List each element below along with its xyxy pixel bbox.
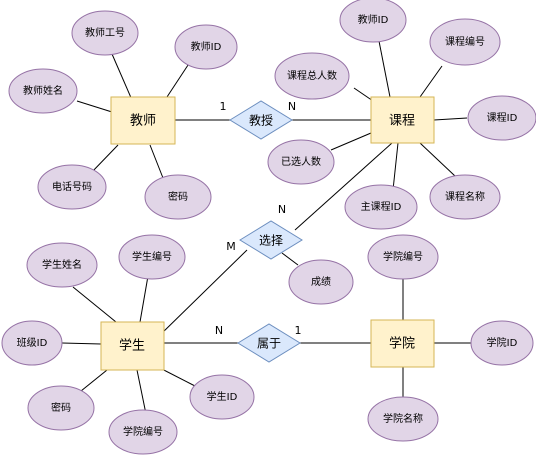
relationship-label: 属于 xyxy=(257,337,281,351)
attribute-label: 学生ID xyxy=(207,390,238,403)
attribute-label: 成绩 xyxy=(311,275,331,288)
cardinality-selects-course: N xyxy=(278,203,286,216)
cardinality-belongs-student: N xyxy=(215,324,223,337)
attribute-course-no[interactable]: 课程编号 xyxy=(429,18,501,66)
attribute-student-no[interactable]: 学生编号 xyxy=(118,234,186,280)
attribute-college-id[interactable]: 学院ID xyxy=(470,320,534,366)
cardinality-selects-student: M xyxy=(226,240,236,253)
attribute-class-id[interactable]: 班级ID xyxy=(1,320,63,366)
attribute-college-no[interactable]: 学院编号 xyxy=(367,234,439,280)
attribute-label: 学生姓名 xyxy=(42,258,82,271)
attribute-course-id[interactable]: 课程ID xyxy=(467,95,536,141)
attribute-label: 课程总人数 xyxy=(287,69,337,82)
attribute-label: 学生编号 xyxy=(132,250,172,263)
attribute-label: 电话号码 xyxy=(52,180,92,193)
attribute-student-id[interactable]: 学生ID xyxy=(189,374,255,420)
attribute-label: 教师ID xyxy=(191,40,222,53)
entity-label: 教师 xyxy=(130,113,156,129)
entity-label: 课程 xyxy=(389,114,415,129)
entity-label: 学生 xyxy=(119,338,145,354)
attribute-label: 班级ID xyxy=(17,337,48,349)
attribute-label: 课程名称 xyxy=(445,190,485,203)
attribute-label: 教师ID xyxy=(358,13,389,26)
attribute-teacher-work-no[interactable]: 教师工号 xyxy=(71,10,139,56)
attribute-grade[interactable]: 成绩 xyxy=(288,259,354,305)
relationship-belongs[interactable]: 属于 xyxy=(237,323,301,363)
attribute-label: 密码 xyxy=(168,190,188,203)
cardinality-teaches-teacher: 1 xyxy=(220,100,227,113)
relationship-label: 选择 xyxy=(259,234,283,248)
cardinality-belongs-college: 1 xyxy=(295,324,302,337)
cardinality-teaches-course: N xyxy=(288,100,296,113)
entity-student[interactable]: 学生 xyxy=(100,321,165,371)
attribute-course-selected[interactable]: 已选人数 xyxy=(267,139,335,185)
entity-course[interactable]: 课程 xyxy=(370,96,435,144)
attribute-teacher-name[interactable]: 教师姓名 xyxy=(8,68,78,114)
attribute-course-teacher-id[interactable]: 教师ID xyxy=(339,0,407,43)
attribute-label: 学院编号 xyxy=(383,250,423,263)
entity-label: 学院 xyxy=(389,336,415,352)
relationship-selects[interactable]: 选择 xyxy=(239,220,303,260)
attribute-student-password[interactable]: 密码 xyxy=(27,385,95,431)
relationship-label: 教授 xyxy=(249,113,273,128)
attribute-college-name[interactable]: 学院名称 xyxy=(367,396,439,442)
entity-college[interactable]: 学院 xyxy=(370,319,435,368)
attribute-label: 教师姓名 xyxy=(23,84,63,97)
attribute-course-name[interactable]: 课程名称 xyxy=(429,174,501,220)
attribute-teacher-phone[interactable]: 电话号码 xyxy=(37,164,107,210)
attribute-label: 教师工号 xyxy=(85,26,125,39)
attribute-student-name[interactable]: 学生姓名 xyxy=(26,242,98,288)
attribute-teacher-id[interactable]: 教师ID xyxy=(174,24,238,70)
attribute-course-total[interactable]: 课程总人数 xyxy=(274,52,350,100)
relationship-teaches[interactable]: 教授 xyxy=(229,100,293,140)
attribute-label: 课程ID xyxy=(487,112,518,124)
attribute-student-college-no[interactable]: 学院编号 xyxy=(108,409,178,455)
attribute-label: 学院编号 xyxy=(123,425,163,438)
attribute-label: 已选人数 xyxy=(281,155,321,168)
entity-teacher[interactable]: 教师 xyxy=(110,96,176,145)
attribute-label: 课程编号 xyxy=(445,35,485,48)
attribute-label: 密码 xyxy=(51,401,71,414)
attribute-label: 学院名称 xyxy=(383,412,423,425)
attribute-label: 学院ID xyxy=(487,336,518,349)
attribute-course-main-id[interactable]: 主课程ID xyxy=(344,184,418,230)
attribute-teacher-password[interactable]: 密码 xyxy=(144,174,212,220)
attribute-label: 主课程ID xyxy=(361,201,402,213)
